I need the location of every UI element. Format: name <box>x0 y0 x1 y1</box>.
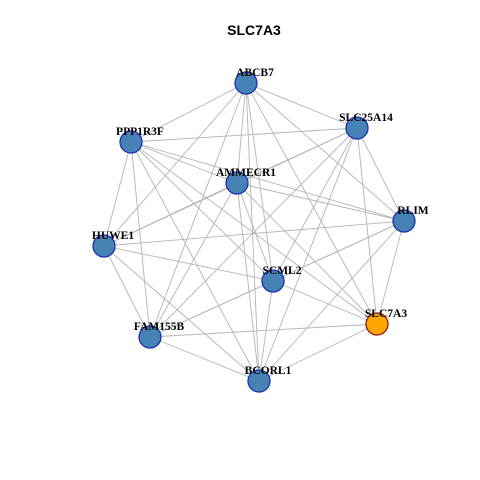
edge-rlim-slc7a3 <box>376 220 405 325</box>
edge-fam155b-ppp1r3f <box>130 141 151 338</box>
edge-abcb7-huwe1 <box>103 82 247 247</box>
edge-slc25a14-scml2 <box>272 127 358 282</box>
edge-ppp1r3f-scml2 <box>130 141 274 282</box>
edge-bcorl1-scml2 <box>258 280 274 382</box>
node-label-huwe1: HUWE1 <box>92 230 134 242</box>
edge-rlim-bcorl1 <box>258 220 405 382</box>
edge-slc7a3-ppp1r3f <box>130 141 378 325</box>
node-slc7a3[interactable] <box>365 312 389 336</box>
node-rlim[interactable] <box>392 209 416 233</box>
graph-title: SLC7A3 <box>227 22 281 38</box>
edge-rlim-scml2 <box>272 220 405 282</box>
edge-abcb7-slc25a14 <box>245 82 358 129</box>
node-layer <box>92 71 416 393</box>
edge-ppp1r3f-ammecr1 <box>130 141 238 184</box>
edge-bcorl1-ammecr1 <box>236 182 260 382</box>
node-label-fam155b: FAM155B <box>134 321 185 333</box>
edge-slc25a14-ppp1r3f <box>130 127 358 143</box>
edge-abcb7-fam155b <box>149 82 247 338</box>
edge-abcb7-ammecr1 <box>236 82 247 184</box>
edge-fam155b-ammecr1 <box>149 182 238 338</box>
edge-bcorl1-ppp1r3f <box>130 141 260 382</box>
node-label-slc25a14: SLC25A14 <box>339 112 393 124</box>
edge-huwe1-ppp1r3f <box>103 141 132 247</box>
node-label-slc7a3: SLC7A3 <box>365 308 407 320</box>
node-label-scml2: SCML2 <box>263 265 302 277</box>
edge-fam155b-scml2 <box>149 280 274 338</box>
edge-abcb7-scml2 <box>245 82 274 282</box>
edge-slc25a14-rlim <box>356 127 405 222</box>
edge-huwe1-ammecr1 <box>103 182 238 247</box>
node-ppp1r3f[interactable] <box>119 130 143 154</box>
edge-ammecr1-scml2 <box>236 182 274 282</box>
edge-slc7a3-ammecr1 <box>236 182 378 325</box>
edge-slc25a14-slc7a3 <box>356 127 378 325</box>
edge-slc7a3-scml2 <box>272 280 378 325</box>
node-label-bcorl1: BCORL1 <box>245 365 292 377</box>
edge-abcb7-slc7a3 <box>245 82 378 325</box>
edge-huwe1-scml2 <box>103 245 274 282</box>
edge-abcb7-rlim <box>245 82 405 222</box>
node-huwe1[interactable] <box>92 234 116 258</box>
node-ammecr1[interactable] <box>225 171 249 195</box>
node-fam155b[interactable] <box>138 325 162 349</box>
edge-slc25a14-ammecr1 <box>236 127 358 184</box>
edge-bcorl1-fam155b <box>149 336 260 382</box>
edge-rlim-ppp1r3f <box>130 141 405 222</box>
node-label-ppp1r3f: PPP1R3F <box>116 126 164 138</box>
node-label-ammecr1: AMMECR1 <box>216 167 276 179</box>
node-abcb7[interactable] <box>234 71 258 95</box>
node-scml2[interactable] <box>261 269 285 293</box>
edge-abcb7-ppp1r3f <box>130 82 247 143</box>
edge-fam155b-huwe1 <box>103 245 151 338</box>
node-label-abcb7: ABCB7 <box>236 67 274 79</box>
edge-slc7a3-bcorl1 <box>258 323 378 382</box>
node-slc25a14[interactable] <box>345 116 369 140</box>
edge-bcorl1-huwe1 <box>103 245 260 382</box>
edge-slc7a3-fam155b <box>149 323 378 338</box>
node-bcorl1[interactable] <box>247 369 271 393</box>
edge-rlim-ammecr1 <box>236 182 405 222</box>
node-label-rlim: RLIM <box>397 205 428 217</box>
